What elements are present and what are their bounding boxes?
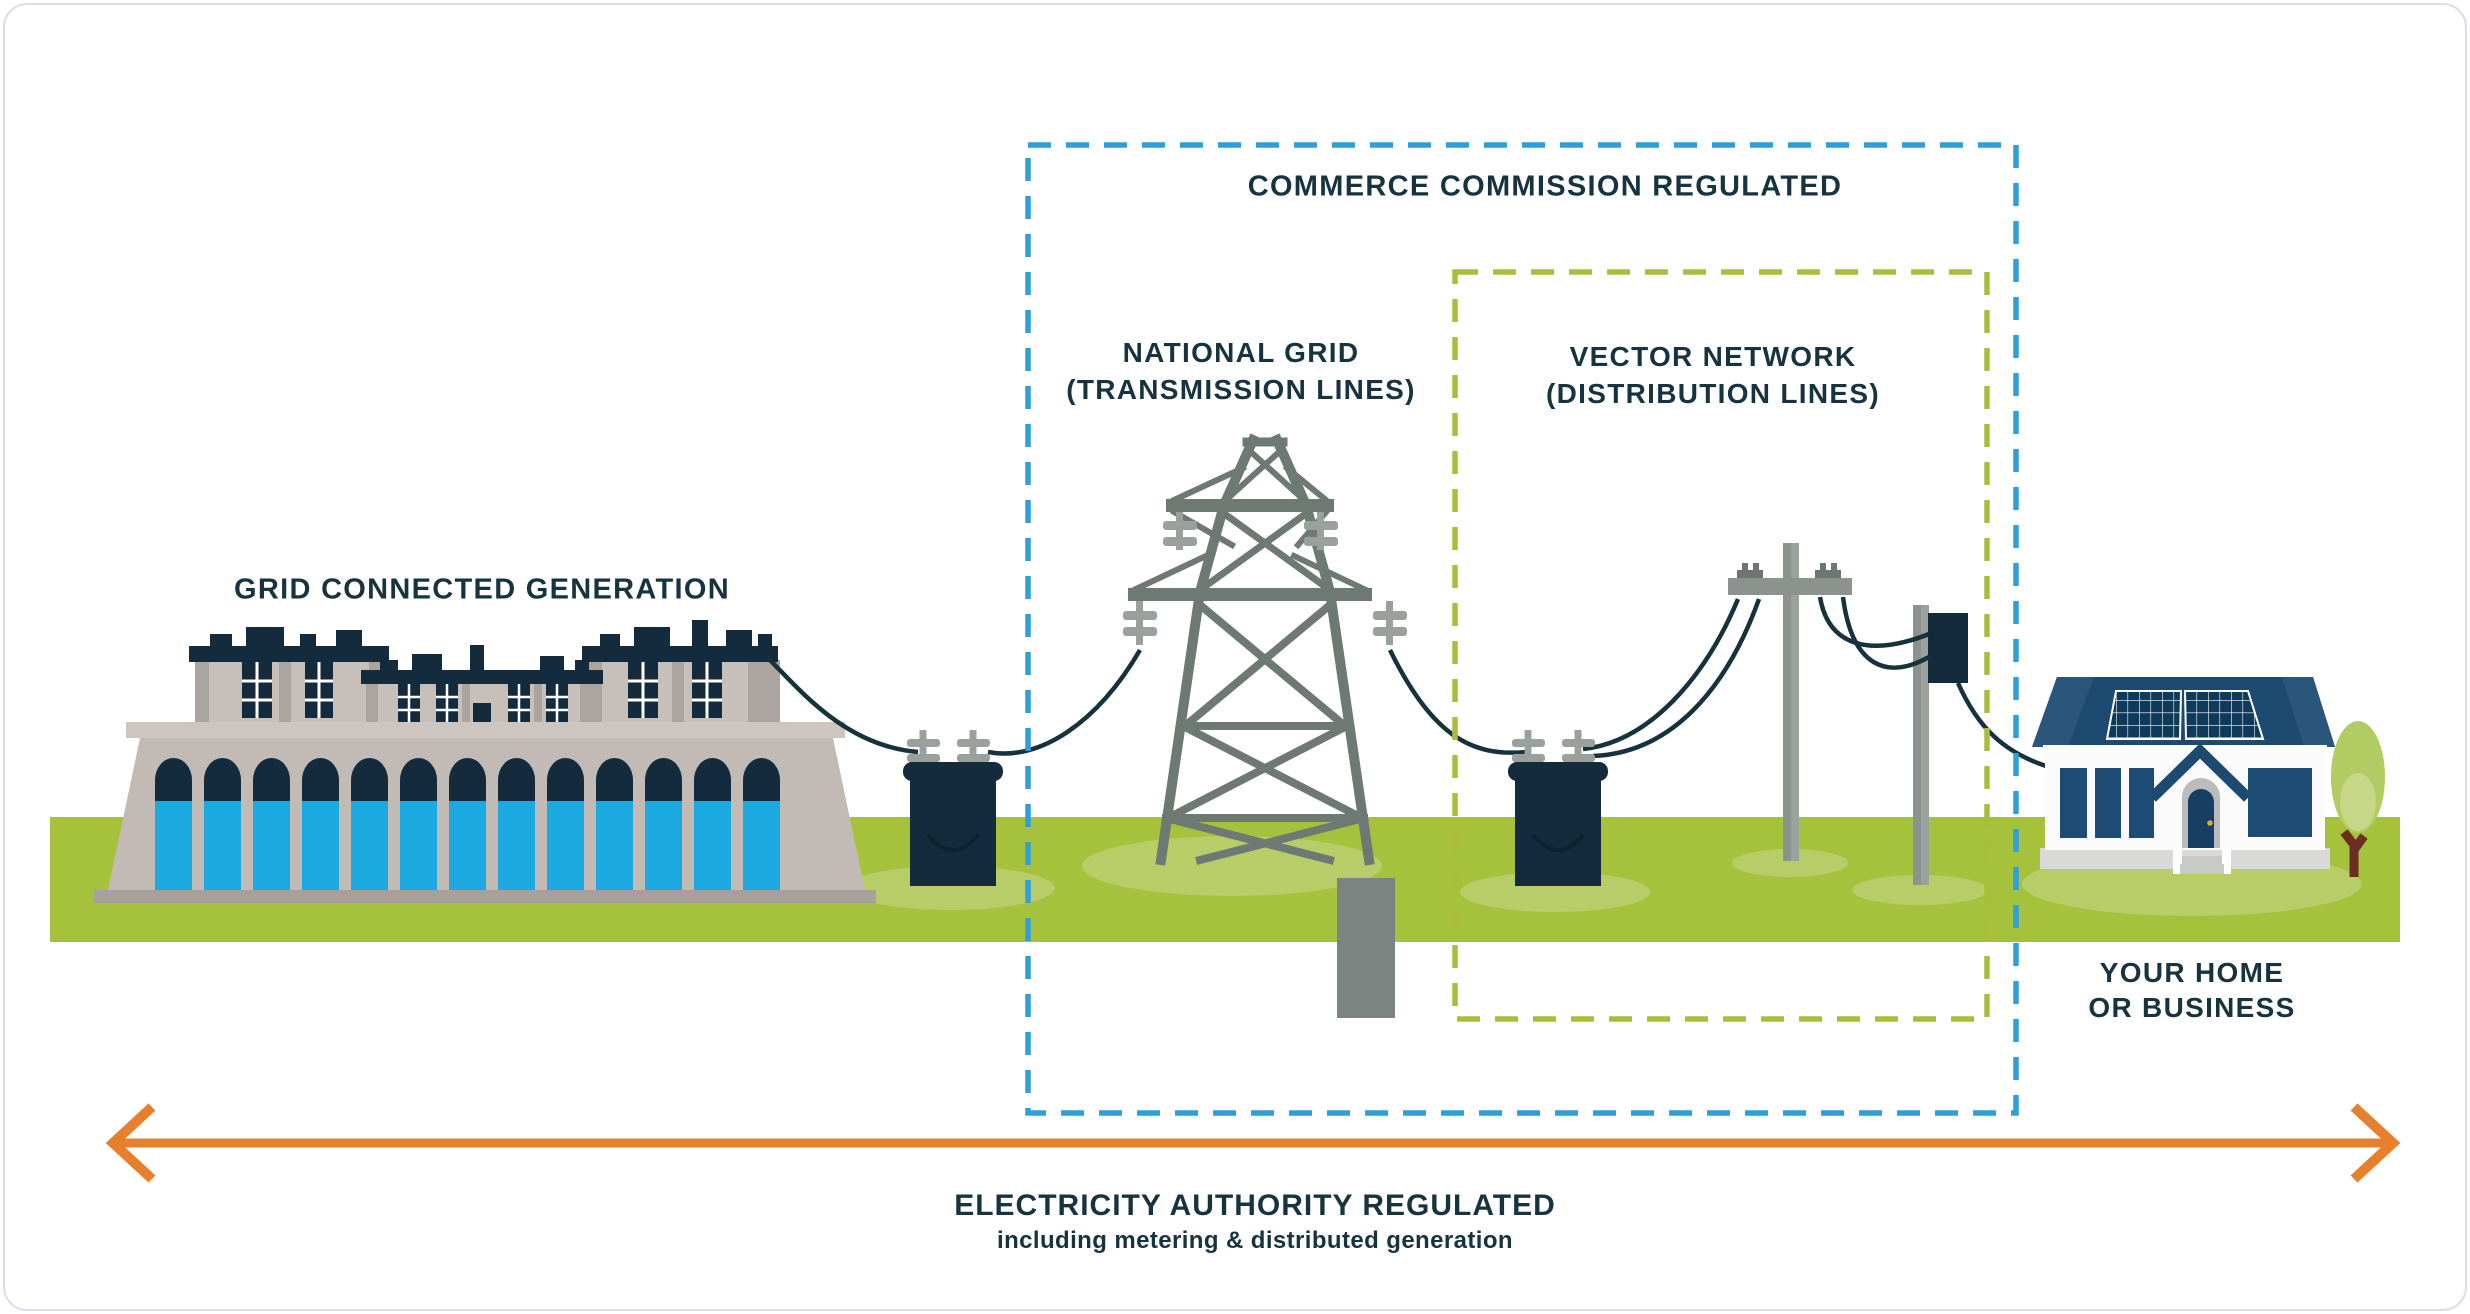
electricity-authority-label: ELECTRICITY AUTHORITY REGULATED bbox=[954, 1189, 1556, 1222]
commerce-commission-boundary bbox=[1025, 142, 2019, 1116]
commerce-commission-label: COMMERCE COMMISSION REGULATED bbox=[1247, 170, 1843, 203]
transmission-tower-icon bbox=[1123, 433, 1407, 866]
national-grid-label-line1: NATIONAL GRID bbox=[1122, 337, 1360, 368]
electricity-authority-sublabel: including metering & distributed generat… bbox=[997, 1227, 1513, 1254]
vector-network-label-line2: (DISTRIBUTION LINES) bbox=[1546, 378, 1880, 409]
vector-network-label: VECTOR NETWORK (DISTRIBUTION LINES) bbox=[1546, 338, 1880, 412]
tree-icon bbox=[2331, 721, 2385, 877]
meter-box-pole-icon bbox=[1913, 605, 1968, 885]
your-home-label-line2: OR BUSINESS bbox=[2088, 992, 2296, 1023]
vector-network-boundary bbox=[1452, 269, 1990, 1022]
vector-network-label-line1: VECTOR NETWORK bbox=[1569, 341, 1857, 372]
hydro-power-station-icon bbox=[94, 620, 876, 903]
your-home-label-line1: YOUR HOME bbox=[2099, 957, 2285, 988]
your-home-label: YOUR HOME OR BUSINESS bbox=[2088, 955, 2295, 1025]
national-grid-label-line2: (TRANSMISSION LINES) bbox=[1066, 374, 1416, 405]
solar-house-icon bbox=[2032, 677, 2335, 874]
authority-span-arrow bbox=[105, 1103, 2401, 1183]
power-pole-icon bbox=[1728, 543, 1852, 861]
national-grid-label: NATIONAL GRID (TRANSMISSION LINES) bbox=[1066, 334, 1416, 408]
ground-post-icon bbox=[1337, 878, 1395, 1018]
grid-generation-label: GRID CONNECTED GENERATION bbox=[234, 573, 730, 606]
